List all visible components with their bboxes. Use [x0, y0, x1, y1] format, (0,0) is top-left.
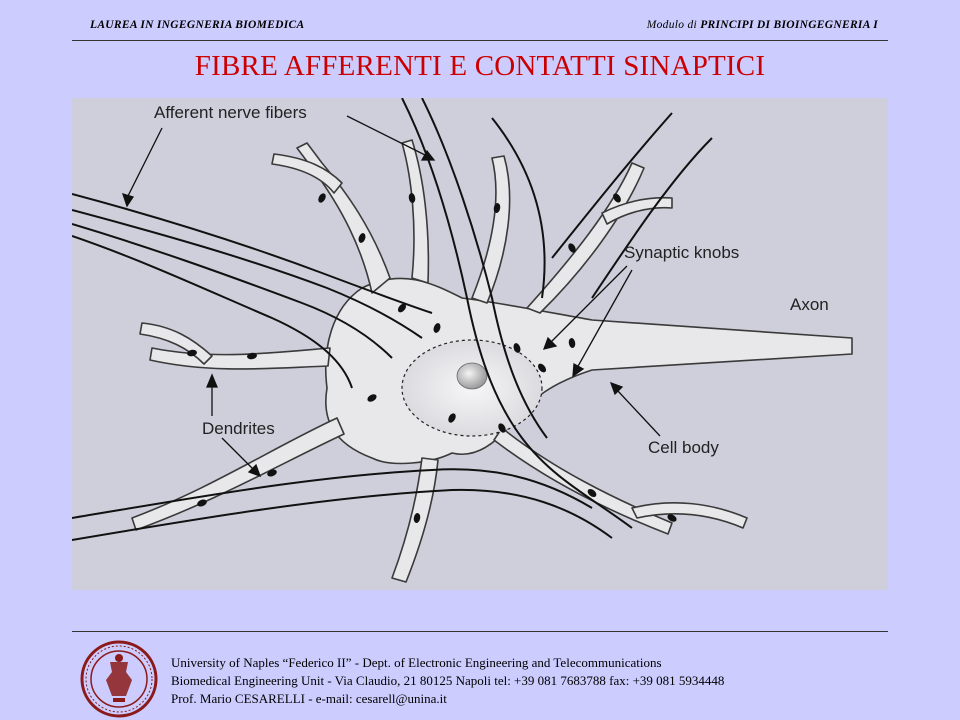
afferent-fibers — [72, 98, 713, 541]
label-dendrites: Dendrites — [202, 419, 275, 438]
dendrite-top-left-branch — [271, 153, 343, 194]
annotation-arrows — [121, 115, 661, 478]
header-module-prefix: Modulo di — [646, 19, 698, 31]
neuron-diagram: Afferent nerve fibers Synaptic knobs Axo… — [72, 98, 888, 590]
label-cell-body: Cell body — [648, 438, 719, 457]
dendrite-top-left — [296, 142, 391, 294]
dendrite-top-right-2-branch — [601, 196, 673, 225]
synaptic-knobs — [187, 193, 677, 523]
dendrite-lower-right — [493, 427, 673, 535]
nucleus — [456, 362, 488, 390]
label-afferent-fibers: Afferent nerve fibers — [154, 103, 307, 122]
label-synaptic-knobs: Synaptic knobs — [624, 243, 739, 262]
university-seal-logo — [80, 640, 158, 718]
header-module: Modulo di PRINCIPI DI BIOINGEGNERIA I — [647, 19, 878, 31]
dendrite-top-middle — [401, 139, 430, 284]
footer-professor: Prof. Mario CESARELLI - e-mail: cesarell… — [171, 691, 447, 706]
header-course-degree: LAUREA IN INGEGNERIA BIOMEDICA — [90, 19, 305, 31]
label-axon: Axon — [790, 295, 829, 314]
dendrite-lower-right-branch — [631, 502, 748, 529]
footer-university: University of Naples “Federico II” - Dep… — [171, 655, 662, 670]
footer-divider — [72, 631, 888, 632]
footer-info: University of Naples “Federico II” - Dep… — [171, 654, 724, 708]
slide-title: FIBRE AFFERENTI E CONTATTI SINAPTICI — [194, 50, 766, 82]
dendrite-left — [149, 347, 331, 370]
header-module-course: PRINCIPI DI BIOINGEGNERIA I — [700, 19, 878, 31]
dendrite-top-right-1 — [471, 155, 511, 304]
header-divider — [72, 40, 888, 41]
dendrite-top-right-2 — [526, 162, 645, 314]
footer-address: Biomedical Engineering Unit - Via Claudi… — [171, 673, 725, 688]
